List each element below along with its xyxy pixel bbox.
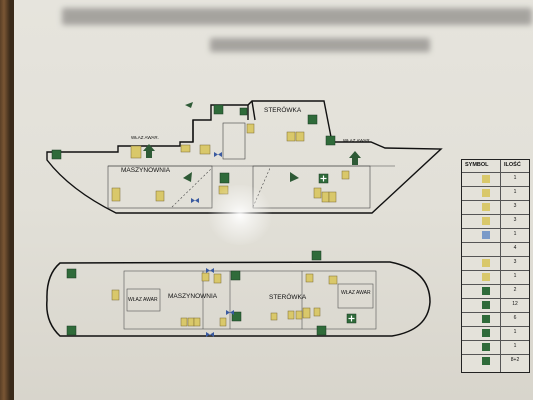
legend-row: 3: [462, 214, 529, 229]
green-sign-icon: [482, 343, 490, 351]
yellow-box-icon: [482, 189, 490, 197]
side-hatch-left-label: WŁAZ AWAR.: [131, 135, 159, 140]
legend-qty: 2: [513, 287, 517, 293]
legend-qty: 3: [513, 259, 517, 265]
green-sign-icon: [482, 287, 490, 295]
bowtie-icon: [482, 245, 490, 253]
legend-row: 1: [462, 228, 529, 243]
side-bridge-label: STERÓWKA: [264, 105, 302, 114]
legend-row: 1: [462, 326, 529, 341]
legend-qty: 1: [513, 343, 517, 349]
green-sign-icon: [482, 315, 490, 323]
legend-header-qty: ILOŚĆ: [504, 162, 521, 168]
green-signs: [51, 104, 357, 336]
legend-row: 8+2: [462, 354, 529, 369]
legend-qty: 3: [513, 217, 517, 223]
legend-row: 4: [462, 242, 529, 257]
plan-view: [46, 261, 431, 337]
blurred-title-line-1: [62, 8, 532, 25]
light-glare: [205, 185, 275, 245]
legend-divider: [500, 160, 501, 372]
yellow-box-icon: [482, 273, 490, 281]
legend-qty: 1: [513, 329, 517, 335]
legend-qty: 12: [512, 301, 518, 307]
blue-box-icon: [482, 231, 490, 239]
plan-engine-label: MASZYNOWNIA: [168, 293, 218, 300]
legend-qty: 1: [513, 273, 517, 279]
yellow-box-icon: [482, 259, 490, 267]
legend-row: 3: [462, 200, 529, 215]
legend-header-symbol: SYMBOL: [465, 162, 489, 168]
yellow-equipment-boxes: [111, 123, 350, 327]
legend-row: 1: [462, 172, 529, 187]
yellow-box-icon: [482, 203, 490, 211]
plan-hatch-right-label: WŁAZ AWAR: [341, 290, 371, 296]
side-engine-label: MASZYNOWNIA: [121, 167, 171, 174]
legend-row: 1: [462, 340, 529, 355]
blurred-title-line-2: [210, 38, 430, 52]
bowtie-valves: [191, 152, 234, 337]
yellow-box-icon: [482, 217, 490, 225]
side-view-decks: [107, 122, 395, 209]
legend-qty: 1: [513, 231, 517, 237]
legend-row: 3: [462, 256, 529, 271]
legend-qty: 4: [513, 245, 517, 251]
plan-hatch-left-label: WŁAZ AWAR: [128, 297, 158, 303]
green-sign-icon: [482, 301, 490, 309]
legend-row: 2: [462, 284, 529, 299]
legend-row: 1: [462, 270, 529, 285]
legend-row: 1: [462, 186, 529, 201]
legend-row: 6: [462, 312, 529, 327]
legend-row: 12: [462, 298, 529, 313]
legend-qty: 6: [513, 315, 517, 321]
legend-qty: 3: [513, 203, 517, 209]
green-sign-icon: [482, 357, 490, 365]
plan-bridge-label: STERÓWKA: [269, 292, 307, 301]
board: [14, 0, 533, 400]
side-hatch-right-label: WŁAZ AWAR.: [343, 138, 371, 143]
legend-qty: 1: [513, 189, 517, 195]
yellow-box-icon: [482, 175, 490, 183]
legend-qty: 1: [513, 175, 517, 181]
side-view: [46, 100, 443, 214]
direction-arrows: [143, 102, 361, 182]
green-sign-icon: [482, 329, 490, 337]
legend-qty: 8+2: [510, 357, 520, 363]
plan-view-rooms: [123, 270, 377, 330]
first-aid-crosses: [320, 175, 355, 322]
